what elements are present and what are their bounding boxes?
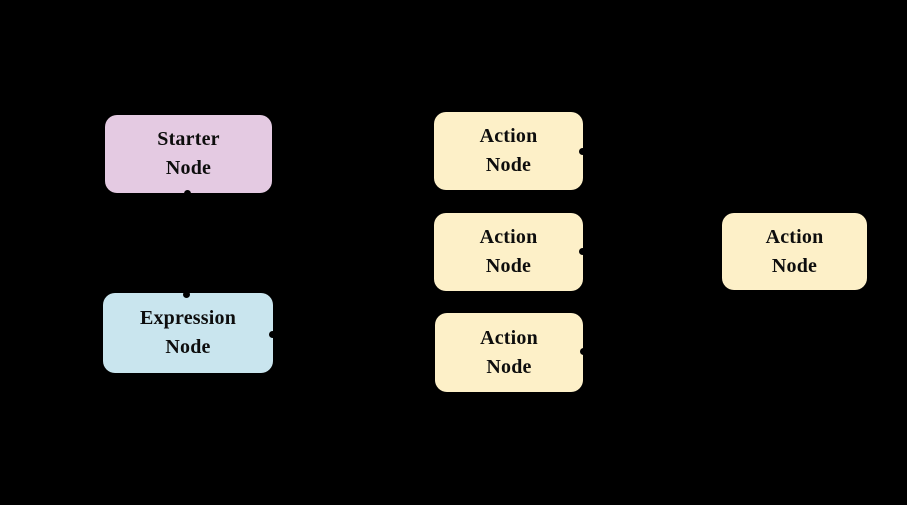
action-node-1[interactable]: Action Node	[434, 112, 583, 190]
port-dot-starter-bottom[interactable]	[184, 190, 191, 197]
port-dot-action-3-right[interactable]	[580, 348, 587, 355]
starter-node-label: Starter Node	[157, 128, 220, 179]
action-node-4[interactable]: Action Node	[722, 213, 867, 290]
starter-node[interactable]: Starter Node	[105, 115, 272, 193]
action-node-3-label: Action Node	[480, 326, 538, 378]
action-node-4-label: Action Node	[765, 225, 824, 277]
action-node-1-label: Action Node	[479, 125, 538, 176]
action-node-2[interactable]: Action Node	[434, 213, 583, 291]
expression-node[interactable]: Expression Node	[103, 293, 273, 373]
port-dot-action-2-right[interactable]	[579, 248, 586, 255]
action-node-2-label: Action Node	[479, 226, 538, 277]
expression-node-label: Expression Node	[139, 307, 237, 358]
port-dot-action-1-right[interactable]	[579, 148, 586, 155]
port-dot-expression-right[interactable]	[269, 331, 276, 338]
port-dot-expression-top[interactable]	[183, 291, 190, 298]
action-node-3[interactable]: Action Node	[435, 313, 583, 392]
